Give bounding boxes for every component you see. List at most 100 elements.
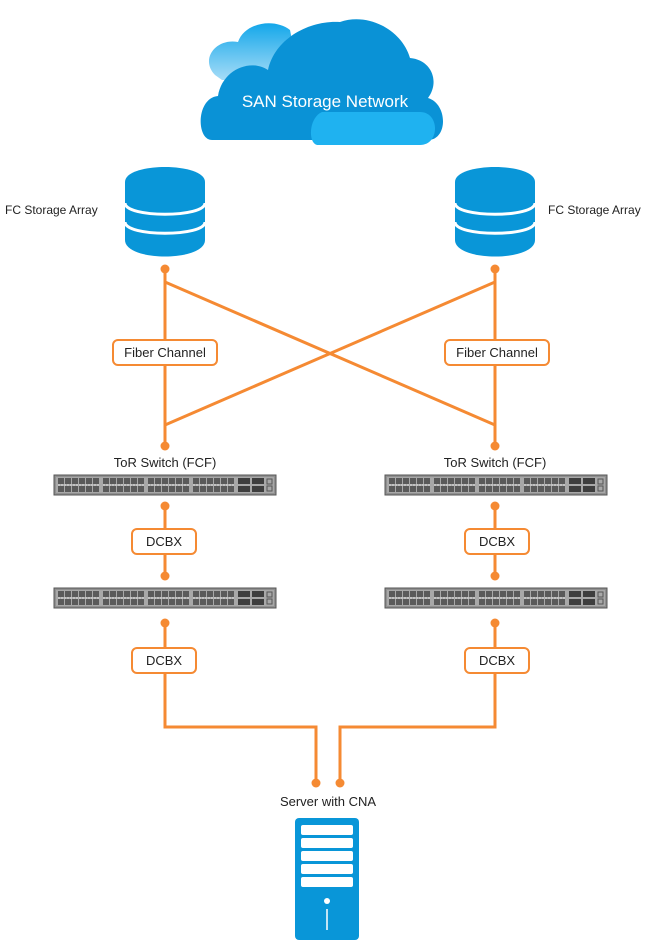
- switch-port: [183, 591, 189, 597]
- switch-port: [552, 486, 558, 492]
- switch-port: [169, 478, 175, 484]
- database-icon: [453, 167, 537, 257]
- switch-port: [131, 478, 137, 484]
- switch-port: [176, 486, 182, 492]
- port-dot: [311, 778, 321, 788]
- switch-port: [214, 591, 220, 597]
- switch-port: [479, 478, 485, 484]
- switch-port: [417, 478, 423, 484]
- switch-port: [176, 591, 182, 597]
- switch-port: [441, 478, 447, 484]
- switch-port: [441, 591, 447, 597]
- switch-port: [110, 478, 116, 484]
- switch-port: [455, 478, 461, 484]
- switch-port: [559, 599, 565, 605]
- switch-port: [396, 486, 402, 492]
- port-dot: [490, 571, 500, 581]
- switch-port: [72, 478, 78, 484]
- storage-array-label: FC Storage Array: [548, 203, 641, 217]
- switch-port: [410, 486, 416, 492]
- switch-port: [469, 591, 475, 597]
- switch-port: [552, 478, 558, 484]
- fiber-channel-label: Fiber Channel: [124, 345, 206, 360]
- switch-port: [176, 478, 182, 484]
- switch-port: [524, 486, 530, 492]
- switch-port: [545, 478, 551, 484]
- switch-port: [524, 599, 530, 605]
- switch-port: [214, 486, 220, 492]
- switch-port: [117, 591, 123, 597]
- switch-port: [58, 478, 64, 484]
- tor-switch-label: ToR Switch (FCF): [114, 455, 217, 470]
- switch-port: [124, 599, 130, 605]
- switch-port: [417, 591, 423, 597]
- switch-port: [138, 599, 144, 605]
- switch-port: [552, 591, 558, 597]
- port-dot: [335, 778, 345, 788]
- switch-port: [403, 591, 409, 597]
- switch-port: [169, 591, 175, 597]
- storage-array-left[interactable]: FC Storage Array: [5, 167, 207, 257]
- switch-port: [228, 486, 234, 492]
- switch-port: [138, 486, 144, 492]
- switch-port: [117, 599, 123, 605]
- switch-port: [389, 591, 395, 597]
- switch-port: [434, 486, 440, 492]
- switch-port: [462, 591, 468, 597]
- switch-port: [462, 599, 468, 605]
- storage-array-right[interactable]: FC Storage Array: [453, 167, 641, 257]
- switch-port: [103, 599, 109, 605]
- switch-port: [455, 486, 461, 492]
- server-with-cna[interactable]: Server with CNA: [280, 794, 376, 940]
- port-dot: [160, 501, 170, 511]
- access-switch-right[interactable]: [384, 587, 608, 609]
- switch-port: [410, 599, 416, 605]
- switch-port: [424, 486, 430, 492]
- switch-port: [493, 478, 499, 484]
- switch-port: [65, 599, 71, 605]
- port-dot: [160, 441, 170, 451]
- switch-port: [162, 486, 168, 492]
- access-switch-left[interactable]: [53, 587, 277, 609]
- switch-port: [155, 599, 161, 605]
- switch-port: [169, 486, 175, 492]
- switch-port: [65, 486, 71, 492]
- switch-port: [524, 478, 530, 484]
- switch-port: [410, 478, 416, 484]
- switch-port: [441, 486, 447, 492]
- switch-port: [155, 591, 161, 597]
- switch-port: [507, 599, 513, 605]
- dcbx-link-left-to-server: [163, 623, 318, 783]
- switch-port: [221, 486, 227, 492]
- switch-port: [221, 478, 227, 484]
- switch-port: [200, 591, 206, 597]
- dcbx-tag-lower-right: DCBX: [464, 647, 530, 674]
- switch-port: [103, 486, 109, 492]
- switch-port: [559, 478, 565, 484]
- switch-port: [176, 599, 182, 605]
- switch-port: [86, 486, 92, 492]
- switch-port: [389, 478, 395, 484]
- switch-port: [228, 591, 234, 597]
- switch-port: [500, 599, 506, 605]
- dcbx-label: DCBX: [479, 534, 515, 549]
- switch-port: [58, 486, 64, 492]
- switch-port: [93, 478, 99, 484]
- switch-port: [514, 599, 520, 605]
- tor-switch-label: ToR Switch (FCF): [444, 455, 547, 470]
- switch-icon: [53, 587, 277, 609]
- dcbx-label: DCBX: [146, 534, 182, 549]
- tor-switch-right[interactable]: ToR Switch (FCF): [384, 455, 608, 496]
- switch-port: [486, 591, 492, 597]
- tor-switch-left[interactable]: ToR Switch (FCF): [53, 455, 277, 496]
- switch-port: [531, 599, 537, 605]
- switch-port: [507, 486, 513, 492]
- switch-port: [86, 591, 92, 597]
- switch-port: [200, 599, 206, 605]
- switch-port: [493, 591, 499, 597]
- switch-port: [531, 486, 537, 492]
- switch-port: [110, 599, 116, 605]
- san-cloud: SAN Storage Network: [200, 19, 443, 145]
- switch-port: [221, 591, 227, 597]
